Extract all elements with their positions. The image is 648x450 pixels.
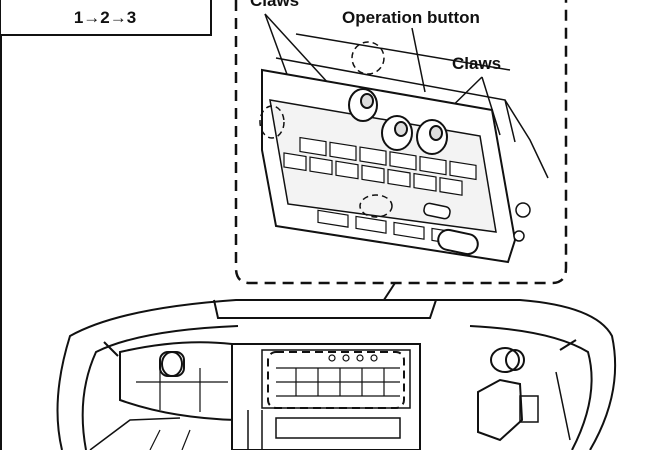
step-sequence-text: 1→2→3 xyxy=(74,8,136,27)
detail-callout-border xyxy=(234,0,568,285)
claw-circle-bottom xyxy=(359,194,393,218)
dashboard-view xyxy=(56,299,617,450)
claw-circle-top xyxy=(351,41,385,75)
control-panel-detail xyxy=(259,33,549,264)
claw-circle-left xyxy=(259,105,285,139)
step-sequence-box: 1→2→3 xyxy=(0,0,212,36)
claws-right-label: Claws xyxy=(452,54,501,73)
claws-top-left-label: Claws xyxy=(250,0,299,10)
panel-location-highlight xyxy=(267,351,405,409)
control-dials xyxy=(348,88,448,155)
operation-button-label: Operation button xyxy=(342,8,480,27)
